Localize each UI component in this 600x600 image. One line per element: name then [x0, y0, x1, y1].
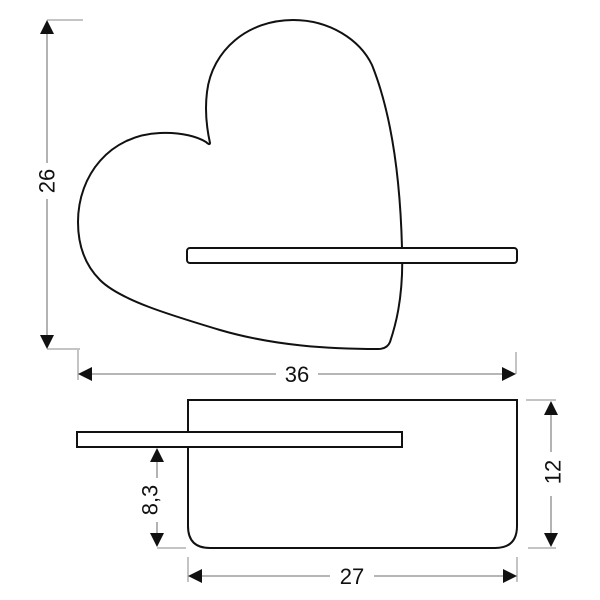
shelf-height-label: 8,3 [138, 485, 163, 516]
depth-label: 12 [541, 460, 566, 484]
width-label: 36 [285, 362, 309, 387]
arrow-up-icon [40, 20, 54, 34]
dimension-shelf-height-8-3: 8,3 [138, 448, 186, 549]
height-label: 26 [35, 169, 60, 193]
dimension-width-36: 36 [77, 350, 517, 388]
arrow-down-icon [40, 335, 54, 349]
front-shelf [186, 247, 518, 264]
arrow-right-icon [502, 367, 516, 381]
arrow-left-icon [188, 569, 202, 583]
dimension-width-27: 27 [187, 557, 518, 590]
arrow-right-icon [503, 569, 517, 583]
dimension-height-26: 26 [35, 19, 83, 350]
arrow-up-icon [544, 401, 558, 415]
heart-shape [76, 18, 404, 351]
arrow-left-icon [78, 367, 92, 381]
front-view [76, 18, 518, 351]
top-view-body [187, 399, 518, 549]
arrow-down-icon [150, 533, 164, 547]
bottom-width-label: 27 [340, 564, 364, 589]
dimension-depth-12: 12 [526, 399, 566, 549]
arrow-up-icon [150, 448, 164, 462]
top-view-shelf [76, 431, 403, 448]
arrow-down-icon [544, 533, 558, 547]
top-view [76, 399, 518, 549]
